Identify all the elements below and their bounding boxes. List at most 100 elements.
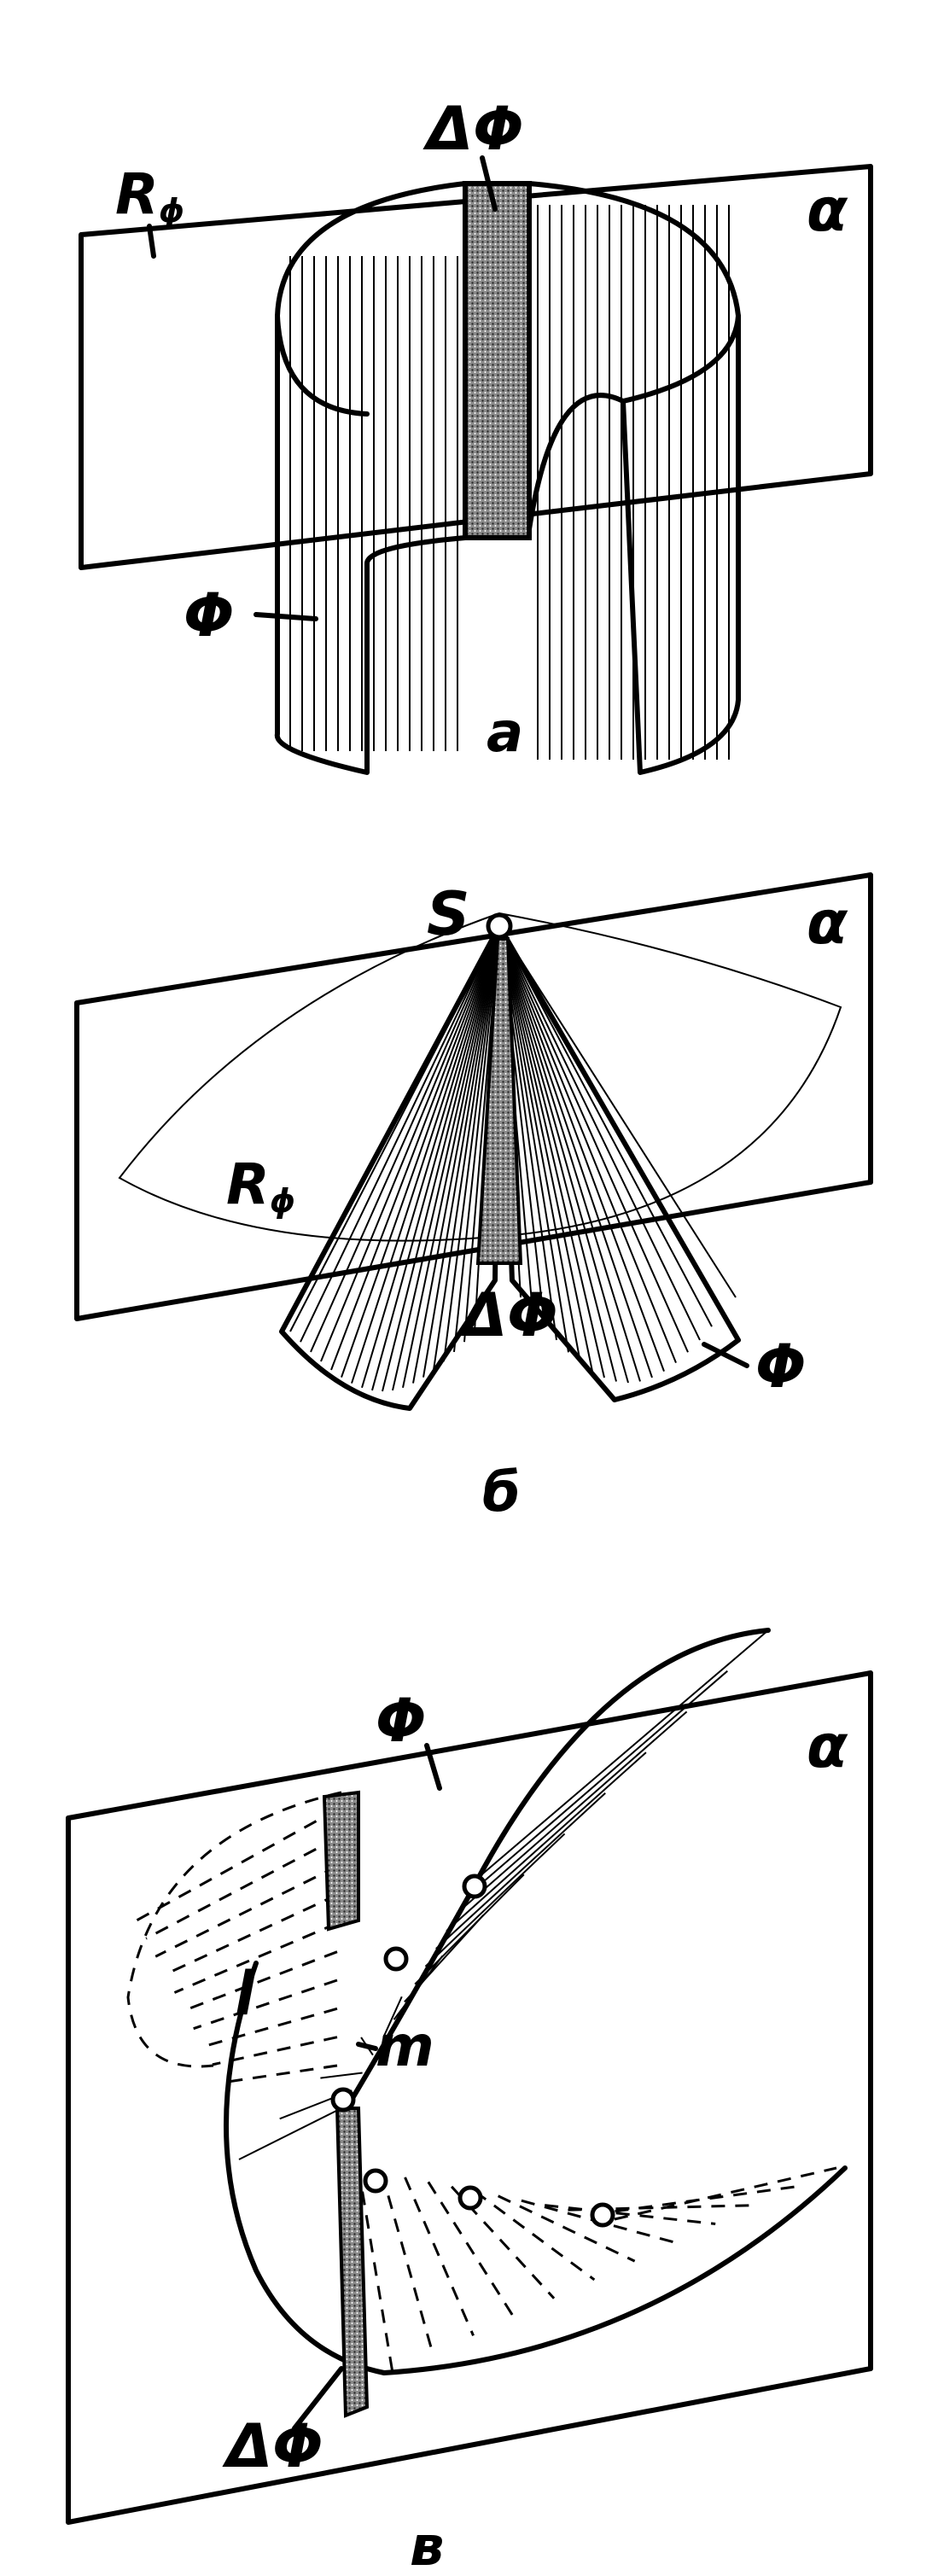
- cone-ruling: [361, 925, 500, 1389]
- surface-ruling-hidden: [164, 1893, 338, 1976]
- surface-ruling: [424, 1833, 566, 1967]
- cone-ruling: [498, 925, 689, 1353]
- label-gap-delta-phi: ΔΦ: [457, 1280, 558, 1350]
- cone-ruling: [341, 925, 500, 1378]
- helical-rulings: [136, 1629, 837, 2374]
- surface-ruling: [467, 1670, 728, 1897]
- leader-phi: [253, 612, 318, 621]
- surface-ruling-hidden: [497, 2194, 636, 2263]
- surface-ruling: [382, 1996, 403, 2038]
- cone-ruling: [300, 925, 500, 1343]
- cone-ruling: [433, 925, 500, 1371]
- leader-phi: [702, 1342, 749, 1368]
- point-3: [330, 2087, 356, 2113]
- surface-dashed-back: [126, 1791, 342, 2068]
- cone-ruling: [498, 925, 701, 1341]
- cone-ruling: [453, 925, 500, 1353]
- cone-ruling: [402, 925, 500, 1388]
- surface-ruling: [238, 2107, 342, 2160]
- leader-m: [356, 2042, 378, 2051]
- label-m: m: [376, 2014, 434, 2079]
- point-6: [590, 2202, 615, 2228]
- label-l: l: [235, 1959, 256, 2029]
- cylinder-surface: [274, 181, 741, 775]
- caption-c: в: [410, 2515, 445, 2576]
- panel-a: Rϕ ΔΦ α Φ а: [79, 94, 873, 775]
- surface-outline: [339, 1628, 771, 2119]
- gap-strip-delta-phi: [475, 937, 523, 1265]
- surface-ruling-hidden: [145, 1837, 338, 1940]
- cone-ruling: [443, 925, 500, 1362]
- surface-ruling-hidden: [404, 2177, 475, 2336]
- panel-b: S α Rϕ ΔΦ Φ б: [74, 872, 873, 1524]
- surface-ruling-hidden: [184, 1950, 338, 2012]
- plane-alpha: [74, 872, 873, 1321]
- cone-ruling: [498, 925, 593, 1372]
- label-gap-delta-phi: ΔΦ: [222, 2411, 323, 2481]
- surface-ruling: [456, 1711, 688, 1915]
- surface-ruling-hidden: [173, 1921, 338, 1994]
- cone-ruling: [498, 925, 653, 1378]
- label-phi: Φ: [376, 1686, 427, 1756]
- cone-right-sheet: [497, 924, 741, 1402]
- point-5: [457, 2185, 483, 2211]
- cone-ruling: [498, 925, 665, 1372]
- cone-left-sheet: [279, 924, 502, 1411]
- cone-ruling: [330, 925, 500, 1371]
- gap-strip-delta-phi: [463, 181, 532, 540]
- surface-ruling-hidden: [154, 1865, 338, 1958]
- surface-ruling-hidden: [193, 1979, 338, 2031]
- cone-ruling: [498, 925, 677, 1363]
- section-r-phi: [118, 912, 842, 1242]
- surface-ruling-hidden: [545, 2204, 716, 2225]
- surface-ruling-hidden: [202, 2007, 338, 2049]
- panel-c: Φ α l m ΔΦ в: [66, 1628, 873, 2576]
- cone-ruling: [320, 925, 500, 1362]
- cone-ruling: [498, 925, 641, 1382]
- surface-ruling: [320, 2072, 363, 2079]
- surface-ruling-hidden: [474, 2190, 596, 2282]
- cone-ruling: [412, 925, 500, 1384]
- label-alpha: α: [807, 175, 848, 245]
- surface-ruling: [477, 1629, 769, 1879]
- surface-ruling: [446, 1751, 647, 1932]
- point-2: [383, 1946, 409, 1972]
- cone-ruling: [498, 925, 725, 1313]
- plane-alpha: [66, 1670, 873, 2525]
- surface-ruling-hidden: [380, 2172, 434, 2355]
- cone-ruling: [498, 925, 605, 1378]
- cone-ruling: [382, 925, 500, 1392]
- point-4: [363, 2168, 388, 2194]
- label-s: S: [427, 879, 469, 949]
- surface-ruling: [404, 1915, 484, 2003]
- surface-ruling-hidden: [427, 2181, 516, 2318]
- vertex-point-s: [486, 912, 513, 940]
- cone-ruling: [498, 925, 617, 1382]
- caption-b: б: [482, 1461, 521, 1524]
- surface-ruling: [393, 1955, 444, 2020]
- cone-ruling: [392, 925, 500, 1391]
- cone-ruling: [498, 925, 713, 1327]
- surface-ruling-hidden: [136, 1808, 338, 1922]
- surface-outline-lower: [224, 1961, 848, 2375]
- label-gap-delta-phi: ΔΦ: [422, 94, 524, 164]
- leader-r: [147, 224, 156, 259]
- gap-strip-upper: [322, 1790, 360, 1932]
- surface-ruling-hidden: [357, 2167, 394, 2374]
- label-alpha: α: [807, 1711, 848, 1781]
- cylinder-hatching: [289, 205, 730, 760]
- cone-ruling: [498, 925, 737, 1298]
- label-phi: Φ: [184, 580, 235, 650]
- leader-gap: [480, 155, 498, 212]
- surface-ruling-hidden: [614, 2166, 837, 2221]
- surface-ruling-hidden: [212, 2036, 338, 2066]
- leader-phi: [424, 1743, 442, 1791]
- label-alpha: α: [807, 888, 848, 958]
- leader-gap: [292, 2366, 344, 2431]
- surface-ruling-hidden: [221, 2064, 338, 2084]
- cone-ruling: [498, 925, 581, 1363]
- label-r-phi: Rϕ: [115, 161, 184, 230]
- cone-ruling: [422, 925, 500, 1378]
- label-r-phi: Rϕ: [226, 1151, 295, 1220]
